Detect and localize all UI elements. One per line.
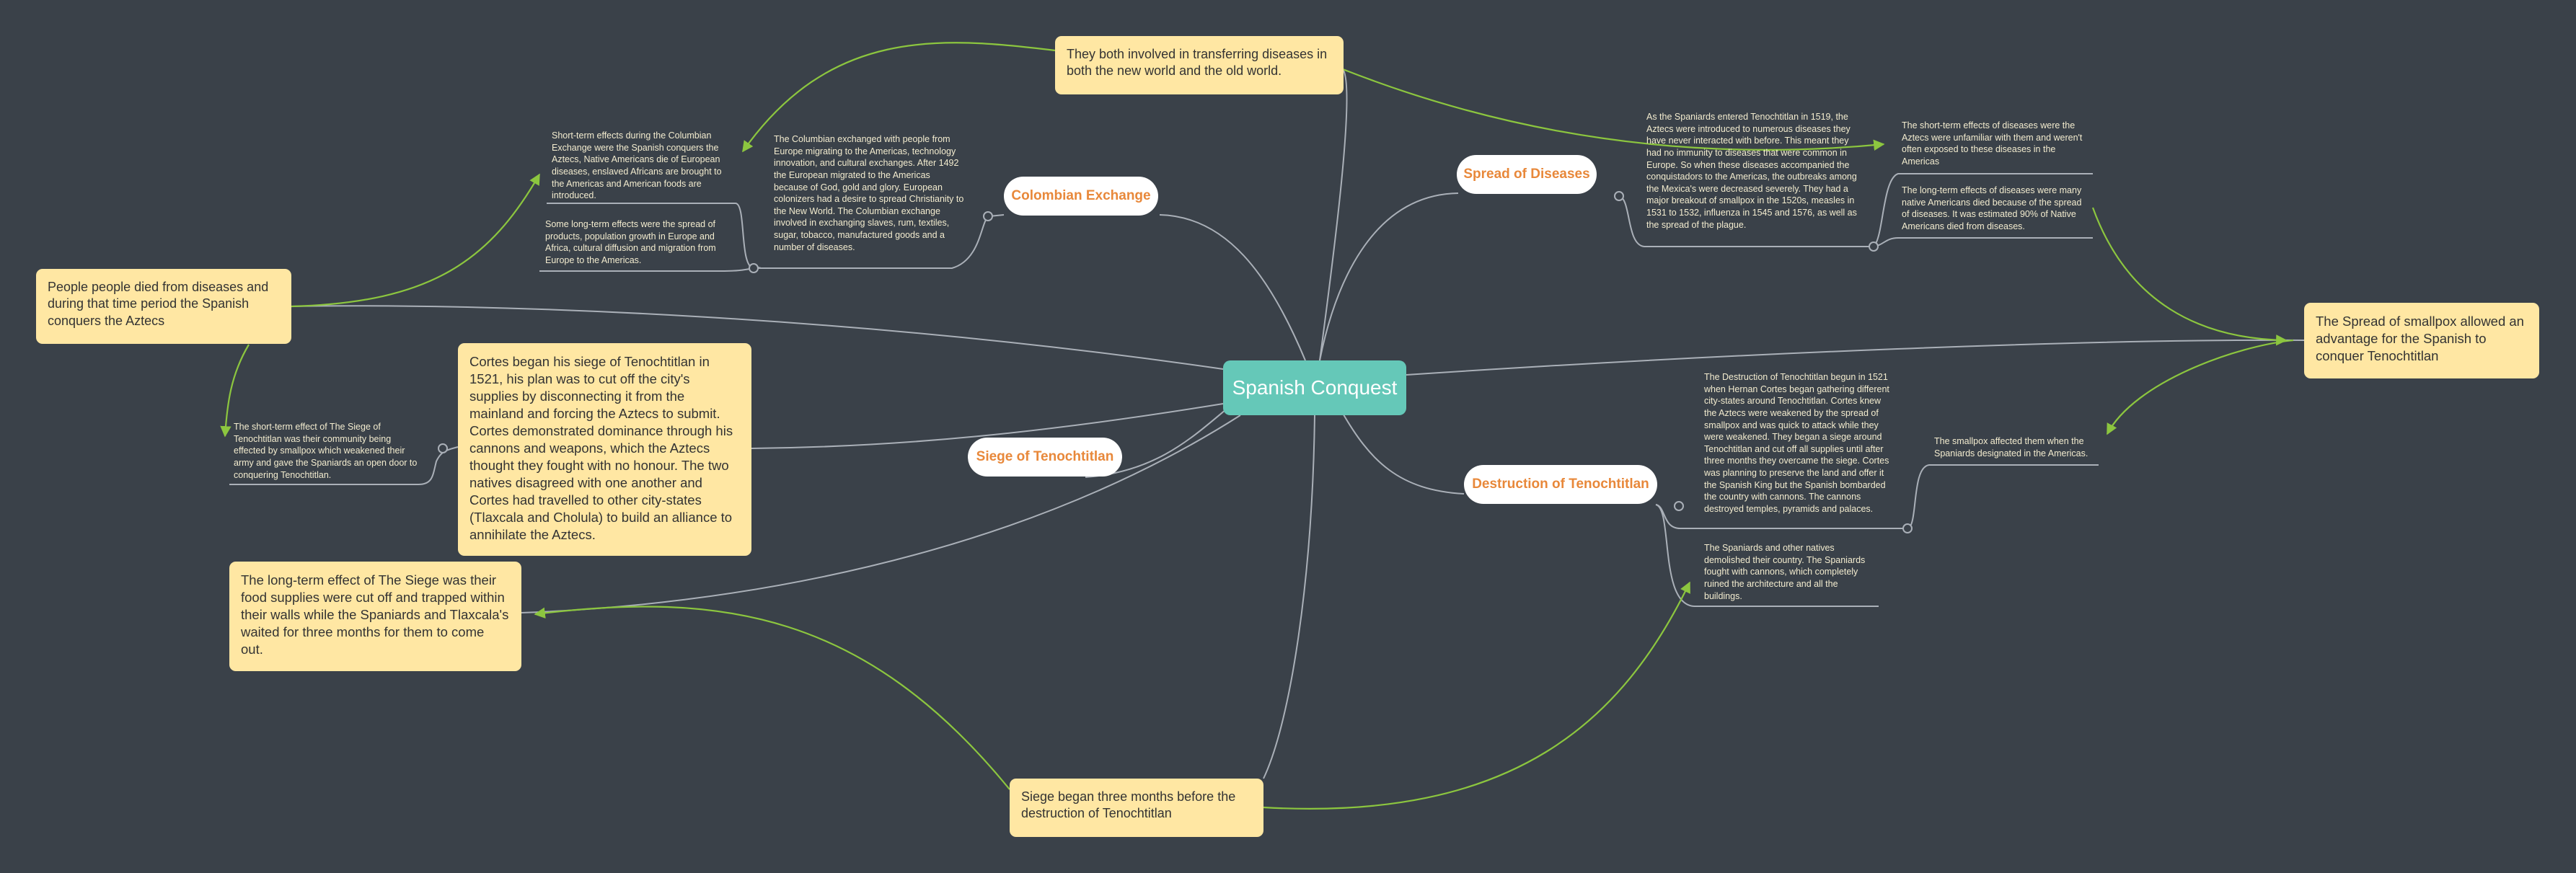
junction-ce xyxy=(983,211,993,221)
relationship-diseases-to-smallpox xyxy=(2091,207,2288,346)
relationship-siege-months-to-long-term xyxy=(534,606,1010,790)
junction-diseases xyxy=(1614,191,1624,201)
note-demolished[interactable]: The Spaniards and other natives demolish… xyxy=(1704,543,1866,601)
branch-people-died xyxy=(291,305,1224,370)
note-ce-short-term[interactable]: Short-term effects during the Columbian … xyxy=(552,130,722,201)
branch-ce-notes xyxy=(547,203,754,269)
note-ce-long-term[interactable]: Some long-term effects were the spread o… xyxy=(545,219,716,265)
junction-diseases-effects xyxy=(1869,241,1879,252)
branch-smallpox-affected xyxy=(1907,464,2099,529)
branch-cortes-siege xyxy=(751,403,1224,449)
topic-destruction-of-tenochtitlan[interactable]: Destruction of Tenochtitlan xyxy=(1464,465,1657,504)
branch-siege-short-term xyxy=(229,446,459,485)
central-topic[interactable]: Spanish Conquest xyxy=(1223,360,1406,415)
junction-ce-notes xyxy=(749,263,759,273)
relationship-transfer-to-diseases xyxy=(1342,68,1885,151)
relationship-smallpox-to-affected xyxy=(2107,339,2294,435)
callout-siege-three-months[interactable]: Siege began three months before the dest… xyxy=(1010,779,1263,837)
branch-ce-long-term xyxy=(539,267,754,272)
topic-spread-of-diseases[interactable]: Spread of Diseases xyxy=(1457,155,1597,194)
branch-destruction xyxy=(1341,410,1465,495)
note-ce-description[interactable]: The Columbian exchanged with people from… xyxy=(774,134,964,252)
topic-siege-of-tenochtitlan[interactable]: Siege of Tenochtitlan xyxy=(968,438,1122,477)
callout-smallpox-advantage[interactable]: The Spread of smallpox allowed an advant… xyxy=(2304,303,2539,378)
junction-siege xyxy=(438,443,448,453)
callout-long-term-siege[interactable]: The long-term effect of The Siege was th… xyxy=(229,562,521,671)
branch-diseases-short-term xyxy=(1873,173,2093,247)
topic-colombian-exchange[interactable]: Colombian Exchange xyxy=(1004,177,1158,216)
relationship-people-died-to-ce xyxy=(291,173,540,308)
note-diseases-short-term[interactable]: The short-term effects of diseases were … xyxy=(1902,120,2083,167)
relationship-siege-months-to-demolished xyxy=(1263,581,1690,810)
note-destruction-description[interactable]: The Destruction of Tenochtitlan begun in… xyxy=(1704,372,1889,514)
note-diseases-description[interactable]: As the Spaniards entered Tenochtitlan in… xyxy=(1646,112,1857,230)
relationship-people-died-to-siege xyxy=(220,344,250,438)
junction-destruction xyxy=(1674,501,1684,511)
branch-diseases-long-term xyxy=(1873,237,2093,247)
relationship-transfer-to-ce xyxy=(742,42,1056,153)
branch-transfer xyxy=(1319,68,1348,361)
note-smallpox-affected[interactable]: The smallpox affected them when the Span… xyxy=(1934,436,2088,458)
branch-demolished xyxy=(1655,504,1879,607)
note-diseases-long-term[interactable]: The long-term effects of diseases were m… xyxy=(1902,185,2082,231)
branch-siege-three-months xyxy=(1263,415,1315,779)
callout-people-died[interactable]: People people died from diseases and dur… xyxy=(36,269,291,344)
branch-spread-of-diseases xyxy=(1319,192,1459,361)
note-siege-short-term[interactable]: The short-term effect of The Siege of Te… xyxy=(234,422,418,480)
branch-smallpox-advantage xyxy=(1406,339,2305,376)
branch-colombian-exchange xyxy=(1159,214,1306,361)
callout-cortes-siege[interactable]: Cortes began his siege of Tenochtitlan i… xyxy=(458,343,751,556)
callout-transfer-diseases[interactable]: They both involved in transferring disea… xyxy=(1055,36,1344,94)
junction-destruction-notes xyxy=(1902,523,1913,533)
